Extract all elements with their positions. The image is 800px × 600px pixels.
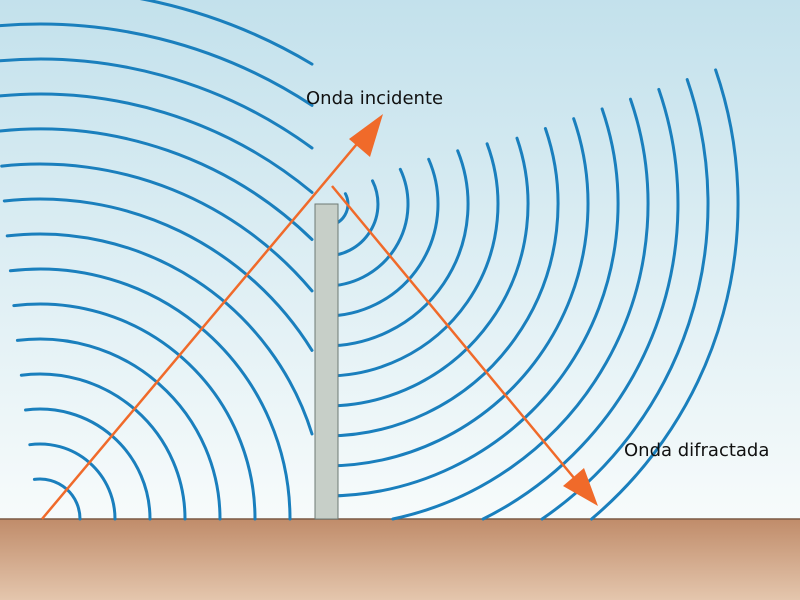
diffracted-wave-label: Onda difractada	[624, 440, 769, 461]
incident-wavefront	[5, 232, 314, 436]
incident-wavefront	[0, 127, 314, 241]
incident-wave-label: Onda incidente	[306, 88, 443, 109]
incident-wavefront	[12, 302, 257, 521]
barrier-wall	[314, 203, 339, 520]
diffracted-wavefront	[590, 68, 740, 521]
incident-wavefronts	[0, 0, 314, 521]
diffracted-wavefront	[324, 149, 470, 348]
incident-wavefront	[0, 162, 314, 293]
ray-arrows	[41, 114, 598, 520]
ground	[0, 519, 800, 600]
incident-wavefront	[8, 267, 292, 521]
diffracted-wavefront	[324, 167, 410, 288]
diffracted-wavefront	[540, 78, 710, 521]
diffracted-wavefront	[324, 157, 440, 318]
incident-wavefront	[19, 372, 187, 521]
incident-wavefront	[0, 92, 314, 194]
incident-wavefront	[2, 197, 314, 352]
diffracted-wavefront	[324, 127, 560, 438]
arrow-up-right-icon	[349, 114, 383, 157]
diffracted-wavefront	[391, 97, 650, 521]
incident-wavefront	[0, 57, 314, 150]
diffracted-wavefront	[324, 136, 530, 408]
diffracted-wavefronts	[324, 68, 740, 521]
incident-wavefront	[15, 337, 222, 521]
incident-wavefront	[139, 0, 314, 66]
arrow-down-right-icon	[563, 468, 598, 506]
diffracted-wavefront	[324, 107, 620, 498]
diffracted-wavefront	[324, 142, 500, 378]
incident-wavefront	[0, 22, 314, 107]
incident-ray	[41, 125, 373, 520]
diffracted-ray	[331, 185, 585, 491]
diffracted-wavefront	[481, 87, 680, 521]
diffracted-wavefront	[324, 117, 590, 468]
